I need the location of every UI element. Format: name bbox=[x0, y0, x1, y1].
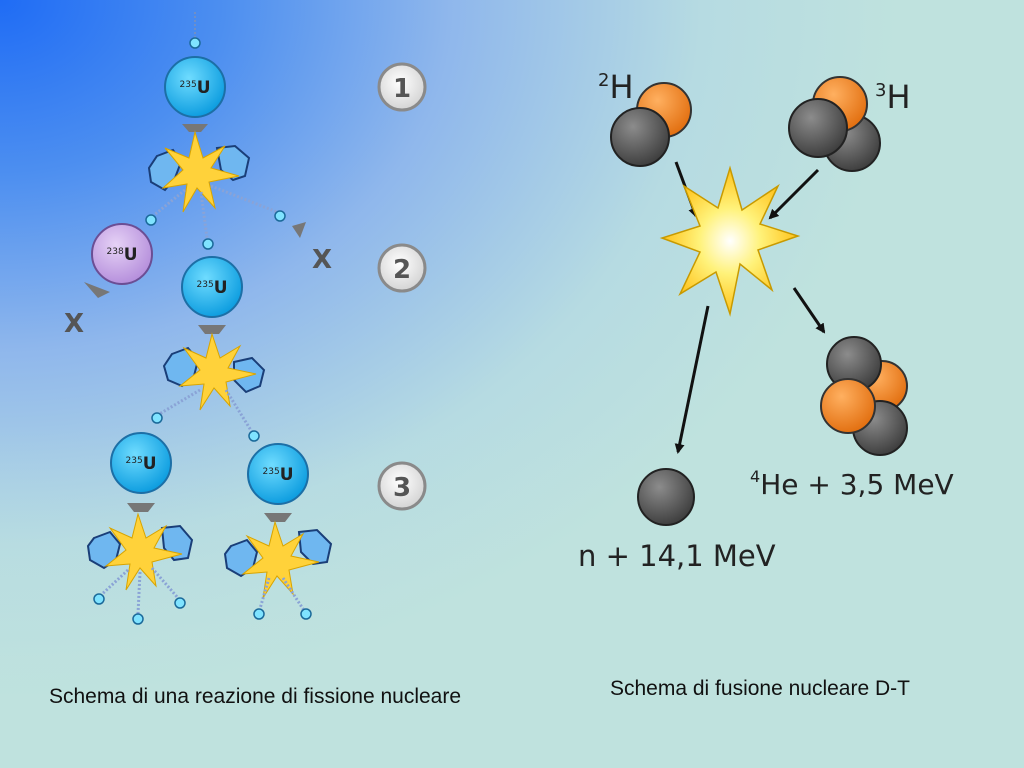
nucleus-symbol: U bbox=[214, 278, 228, 298]
nucleus-symbol: U bbox=[197, 78, 211, 98]
down-arrow-icon bbox=[127, 503, 155, 512]
helium-energy: He + 3,5 MeV bbox=[760, 468, 954, 501]
nucleus-mass: 235 bbox=[126, 456, 143, 466]
free-neutron bbox=[274, 210, 286, 222]
free-neutron bbox=[151, 412, 163, 424]
free-neutron bbox=[253, 608, 265, 620]
svg-text:238U: 238U bbox=[107, 245, 138, 265]
nucleus-u235: 235U bbox=[181, 256, 243, 318]
nucleus-u235: 235U bbox=[247, 443, 309, 505]
fission-event bbox=[86, 512, 194, 615]
nucleus-mass: 238 bbox=[107, 247, 124, 257]
tritium-nucleus bbox=[788, 76, 881, 172]
free-neutron bbox=[202, 238, 214, 250]
deflect-arrow-icon bbox=[84, 282, 110, 298]
proton bbox=[820, 378, 876, 434]
fission-caption: Schema di una reazione di fissione nucle… bbox=[48, 685, 462, 708]
deuterium-symbol: H bbox=[609, 68, 633, 106]
helium-nucleus bbox=[820, 336, 908, 456]
neutron bbox=[788, 98, 848, 158]
neutron bbox=[637, 468, 695, 526]
svg-text:235U: 235U bbox=[180, 78, 211, 98]
step-marker-1: 1 bbox=[377, 62, 427, 112]
svg-text:235U: 235U bbox=[126, 454, 157, 474]
nucleus-u235: 235U bbox=[110, 432, 172, 494]
down-arrow-icon bbox=[198, 325, 226, 334]
nucleus-symbol: U bbox=[124, 245, 138, 265]
down-arrow-icon bbox=[264, 513, 292, 522]
flash-icon bbox=[241, 520, 320, 599]
free-neutron bbox=[93, 593, 105, 605]
free-neutron bbox=[174, 597, 186, 609]
free-neutron bbox=[248, 430, 260, 442]
nucleus-mass: 235 bbox=[180, 80, 197, 90]
nucleus-symbol: U bbox=[143, 454, 157, 474]
neutron-energy-label: n + 14,1 MeV bbox=[578, 539, 776, 573]
fission-event bbox=[155, 332, 266, 433]
blocked-mark: X bbox=[312, 245, 332, 275]
tritium-mass: 3 bbox=[875, 80, 886, 101]
nucleus-u235: 235U bbox=[164, 56, 226, 118]
helium-label: 4He + 3,5 MeV bbox=[750, 467, 954, 501]
nucleus-mass: 235 bbox=[263, 467, 280, 477]
tritium-label: 3H bbox=[875, 78, 911, 116]
down-arrow-icon bbox=[182, 124, 208, 132]
nucleus-symbol: U bbox=[280, 465, 294, 485]
fusion-caption: Schema di fusione nucleare D-T bbox=[610, 677, 910, 700]
deuterium-nucleus bbox=[610, 82, 692, 167]
deuterium-mass: 2 bbox=[598, 70, 609, 91]
step-number: 2 bbox=[393, 255, 411, 285]
nucleus-mass: 235 bbox=[197, 280, 214, 290]
svg-text:235U: 235U bbox=[263, 465, 294, 485]
free-neutron bbox=[132, 613, 144, 625]
svg-text:235U: 235U bbox=[197, 278, 228, 298]
arrow-icon bbox=[792, 287, 826, 334]
free-neutron bbox=[189, 37, 201, 49]
step-marker-2: 2 bbox=[377, 243, 427, 293]
tritium-symbol: H bbox=[886, 78, 910, 116]
flash-icon bbox=[178, 332, 257, 411]
arrow-icon bbox=[768, 168, 820, 220]
neutron bbox=[610, 107, 670, 167]
free-neutron bbox=[145, 214, 157, 226]
fusion-flash-icon bbox=[659, 165, 801, 317]
free-neutron bbox=[300, 608, 312, 620]
flash-icon bbox=[104, 512, 183, 591]
deflect-arrow-icon bbox=[292, 222, 306, 238]
fission-diagram: 235U X 238U X 235U bbox=[64, 12, 427, 625]
fusion-diagram: 2H 3H 4He + 3,5 MeV n + 14,1 MeV bbox=[578, 68, 954, 573]
step-number: 1 bbox=[393, 74, 411, 104]
helium-mass: 4 bbox=[750, 467, 760, 486]
blocked-mark: X bbox=[64, 309, 84, 339]
nucleus-u238: 238U bbox=[91, 223, 153, 285]
fragment bbox=[297, 528, 333, 566]
step-marker-3: 3 bbox=[377, 461, 427, 511]
fission-event bbox=[223, 520, 333, 613]
arrow-icon bbox=[674, 305, 710, 454]
step-number: 3 bbox=[393, 473, 411, 503]
deuterium-label: 2H bbox=[598, 68, 634, 106]
flash-icon bbox=[161, 130, 240, 213]
fission-event bbox=[147, 130, 278, 239]
